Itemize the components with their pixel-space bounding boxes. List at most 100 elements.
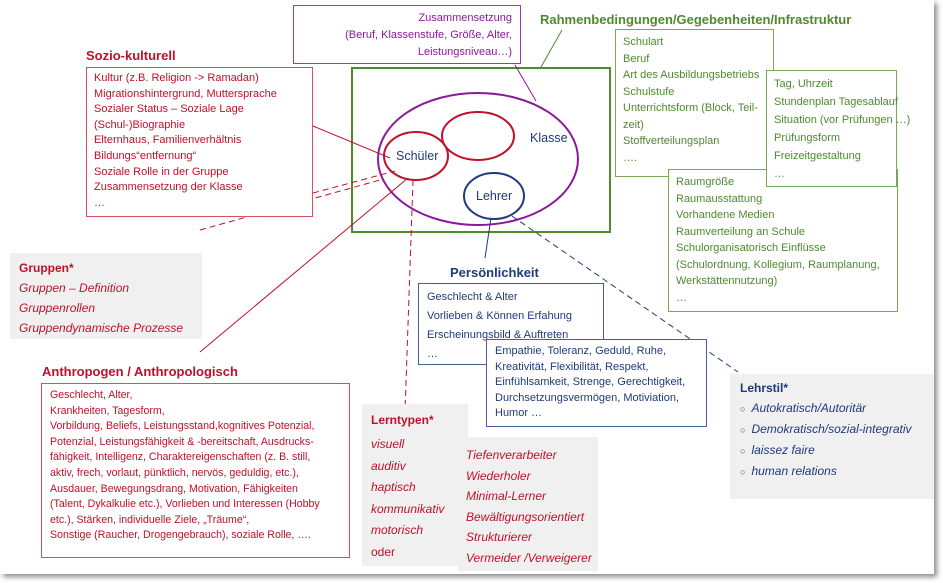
lehrer-ellipse xyxy=(463,172,525,220)
rahmen-item: Schulart xyxy=(623,36,664,48)
rahmen-item: Beruf xyxy=(623,52,650,65)
lehrstil-item-label: laissez faire xyxy=(751,443,815,457)
lerntyp-item: motorisch xyxy=(371,523,424,537)
rahmen-item: Vorhandene Medien xyxy=(676,209,775,221)
diagram-canvas: Schüler Klasse Lehrer Zusammensetzung (B… xyxy=(10,5,934,571)
lehrstil-item: ○ laissez faire xyxy=(740,440,924,461)
line-rahmen xyxy=(540,29,563,68)
sozio-item: Bildungs“entfernung“ xyxy=(94,149,197,162)
lerntypen-title: Lerntypen* xyxy=(371,413,434,427)
zusammensetzung-title: Zusammensetzung xyxy=(418,12,512,24)
anthropogen-box: Geschlecht, Alter, Krankheiten, Tagesfor… xyxy=(41,383,350,558)
sozio-item: Elternhaus, Familienverhältnis xyxy=(94,134,242,147)
gruppen-item: Gruppen – Definition xyxy=(19,281,130,295)
rahmen-item: Freizeitgestaltung xyxy=(774,150,861,162)
sozio-item: (Schul-)Biographie xyxy=(94,118,186,131)
rahmen-item: Schulstufe xyxy=(623,85,675,98)
zusammensetzung-box: Zusammensetzung (Beruf, Klassenstufe, Gr… xyxy=(293,5,521,64)
sozio-item: Migrationshintergrund, Muttersprache xyxy=(94,87,277,100)
bullet-icon: ○ xyxy=(740,404,746,414)
lerntyp-item: kommunikativ xyxy=(371,501,445,516)
klasse-label: Klasse xyxy=(530,131,568,145)
rahmen-frame xyxy=(351,67,611,233)
sozio-box: Kultur (z.B. Religion -> Ramadan) Migrat… xyxy=(86,67,313,217)
rahmen-item: Situation (vor Prüfungen …) xyxy=(774,114,911,126)
anthropogen-line: Sonstige (Raucher, Drogengebrauch), sozi… xyxy=(50,529,311,542)
sozio-item: … xyxy=(94,196,105,209)
anthropogen-line: Krankheiten, Tagesform, xyxy=(50,404,165,417)
rahmen-box-3: Raumgröße Raumausstattung Vorhandene Med… xyxy=(668,169,898,312)
rahmen-item: zeit) xyxy=(623,118,644,131)
lerntyp-item: visuell xyxy=(371,437,405,451)
rahmen-box-1: Schulart Beruf Art des Ausbildungsbetrie… xyxy=(615,29,774,177)
persoenlichkeit-title: Persönlichkeit xyxy=(450,265,539,280)
rahmen-item: Raumgröße xyxy=(676,176,735,188)
rahmen-item: … xyxy=(676,291,687,304)
line-zusammensetzung xyxy=(514,64,537,102)
lerntyp-item: Minimal-Lerner xyxy=(466,489,547,504)
anthropogen-line: Ausdauer, Bewegungsdrang, Motivation, Fä… xyxy=(50,482,298,495)
zusammensetzung-line: (Beruf, Klassenstufe, Größe, Alter, xyxy=(345,29,512,41)
gruppen-item: Gruppenrollen xyxy=(19,301,96,315)
lehrstil-item-label: Autokratisch/Autoritär xyxy=(751,401,867,415)
persoenlichkeit-item: Einfühlsamkeit, Strenge, Gerechtigkeit, xyxy=(495,376,686,389)
lehrstil-item: ○ Autokratisch/Autoritär xyxy=(740,398,924,419)
persoenlichkeit-item: Empathie, Toleranz, Geduld, Ruhe, xyxy=(495,345,667,357)
sozio-title: Sozio-kulturell xyxy=(86,48,176,63)
schueler-label: Schüler xyxy=(396,149,439,163)
lerntyp-item: Wiederholer xyxy=(466,468,531,483)
klasse-ellipse xyxy=(377,92,579,226)
rahmen-item: Unterrichtsform (Block, Teil- xyxy=(623,102,758,114)
rahmen-item: Raumausstattung xyxy=(676,192,763,205)
line-persoenlichkeit xyxy=(484,217,492,259)
rahmen-item: Stoffverteilungsplan xyxy=(623,135,720,147)
bullet-icon: ○ xyxy=(740,425,746,435)
line-sozio xyxy=(312,125,391,159)
rahmen-item: …. xyxy=(623,151,638,164)
lerntyp-item: haptisch xyxy=(371,480,416,494)
anthropogen-line: Vorbildung, Beliefs, Leistungsstand,kogn… xyxy=(50,420,315,433)
anthropogen-line: etc.), Stärken, individuelle Ziele, „Trä… xyxy=(50,513,250,526)
lerntyp-item: auditiv xyxy=(371,458,406,473)
lerntypen-col1: Lerntypen* visuell auditiv haptisch komm… xyxy=(362,404,468,566)
gruppen-item: Gruppendynamische Prozesse xyxy=(19,321,184,335)
sozio-item: Zusammensetzung der Klasse xyxy=(94,181,243,194)
persoenlichkeit-item: Kreativität, Flexibilität, Respekt, xyxy=(495,360,649,373)
line-lehrstil xyxy=(511,215,739,373)
rahmen-item: … xyxy=(774,168,785,180)
bullet-icon: ○ xyxy=(740,467,746,477)
rahmen-box-2: Tag, Uhrzeit Stundenplan Tagesablauf Sit… xyxy=(766,70,911,187)
rahmen-item: Schulorganisatorisch Einflüsse xyxy=(676,242,826,254)
anthropogen-line: Potenzial, Leistungsfähigkeit & -bereits… xyxy=(50,435,314,448)
lerntyp-item: Strukturierer xyxy=(466,530,533,545)
rahmen-item: Stundenplan Tagesablauf xyxy=(774,96,898,108)
rahmen-item: Art des Ausbildungsbetriebs xyxy=(623,69,760,81)
persoenlichkeit-item: Durchsetzungsvermögen, Motiviation, xyxy=(495,391,680,404)
persoenlichkeit-item: Vorlieben & Können Erfahung xyxy=(427,310,572,322)
anthropogen-title: Anthropogen / Anthropologisch xyxy=(42,364,238,379)
anthropogen-line: aktiv, frech, vorlaut, pünktlich, nervös… xyxy=(50,466,299,479)
line-sozio-dashed xyxy=(312,170,396,194)
lehrstil-item: ○human relations xyxy=(740,461,924,482)
lerntypen-col2: Tiefenverarbeiter Wiederholer Minimal-Le… xyxy=(458,437,598,571)
gruppen-box: Gruppen* Gruppen – Definition Gruppenrol… xyxy=(10,253,202,339)
rahmen-item: Raumverteilung an Schule xyxy=(676,225,806,238)
lehrstil-item: ○ Demokratisch/sozial-integrativ xyxy=(740,419,924,440)
lerntyp-item: Tiefenverarbeiter xyxy=(466,448,557,462)
bullet-icon: ○ xyxy=(740,446,746,456)
persoenlichkeit-item: Humor … xyxy=(495,407,543,420)
sozio-item: Kultur (z.B. Religion -> Ramadan) xyxy=(94,72,259,84)
rahmen-item: (Schulordnung, Kollegium, Raumplanung, xyxy=(676,258,880,271)
line-lerntypen xyxy=(404,179,414,413)
persoenlichkeit-item: Erscheinungsbild & Auftreten xyxy=(427,329,569,341)
lehrstil-box: Lehrstil* ○Autokratisch/Autoritär ○Demok… xyxy=(730,374,934,499)
lehrer-label: Lehrer xyxy=(476,189,513,203)
rahmen-item: Werkstättennutzung) xyxy=(676,275,778,287)
anthropogen-line: Geschlecht, Alter, xyxy=(50,389,133,401)
lerntyp-item: Vermeider /Verweigerer xyxy=(466,550,592,565)
persoenlichkeit-box-2: Empathie, Toleranz, Geduld, Ruhe, Kreati… xyxy=(486,339,707,427)
persoenlichkeit-item: … xyxy=(427,348,438,360)
lehrstil-item-label: Demokratisch/sozial-integrativ xyxy=(751,422,912,436)
lerntyp-item-oder: oder xyxy=(371,544,396,559)
persoenlichkeit-item: Geschlecht & Alter xyxy=(427,291,518,303)
